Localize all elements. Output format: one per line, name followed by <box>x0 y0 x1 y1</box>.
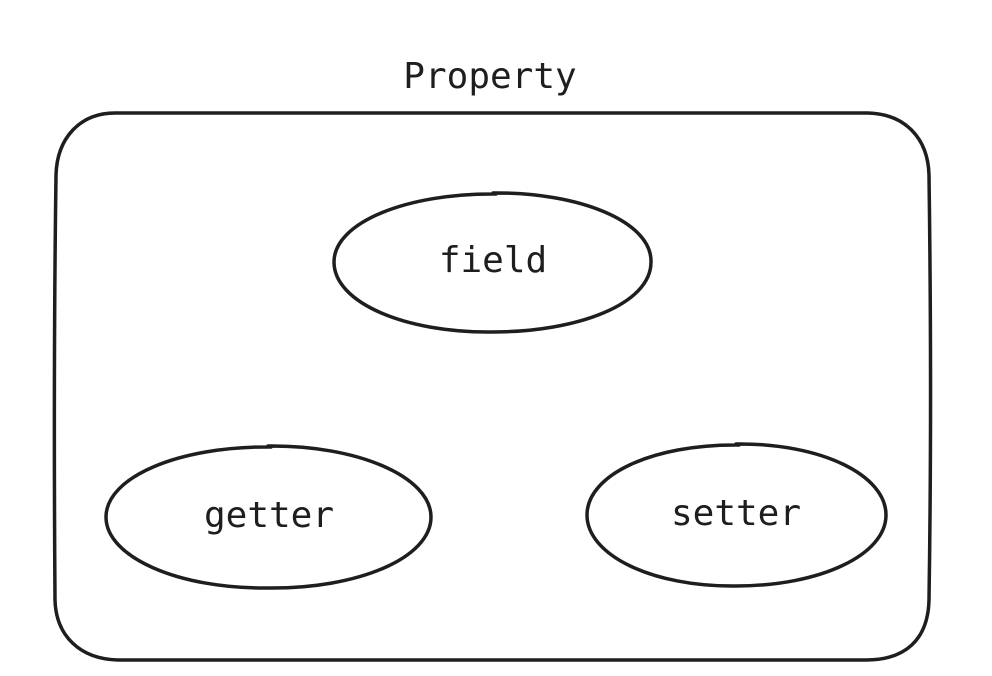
field-label: field <box>439 240 547 281</box>
property-container <box>52 110 933 663</box>
field-ellipse <box>332 191 653 334</box>
container-title: Property <box>403 56 576 97</box>
setter-node: setter <box>585 442 888 588</box>
setter-ellipse <box>585 442 888 588</box>
field-node: field <box>332 191 653 334</box>
setter-label: setter <box>671 493 801 534</box>
getter-ellipse <box>104 444 433 590</box>
getter-node: getter <box>104 444 433 590</box>
getter-label: getter <box>204 495 334 536</box>
